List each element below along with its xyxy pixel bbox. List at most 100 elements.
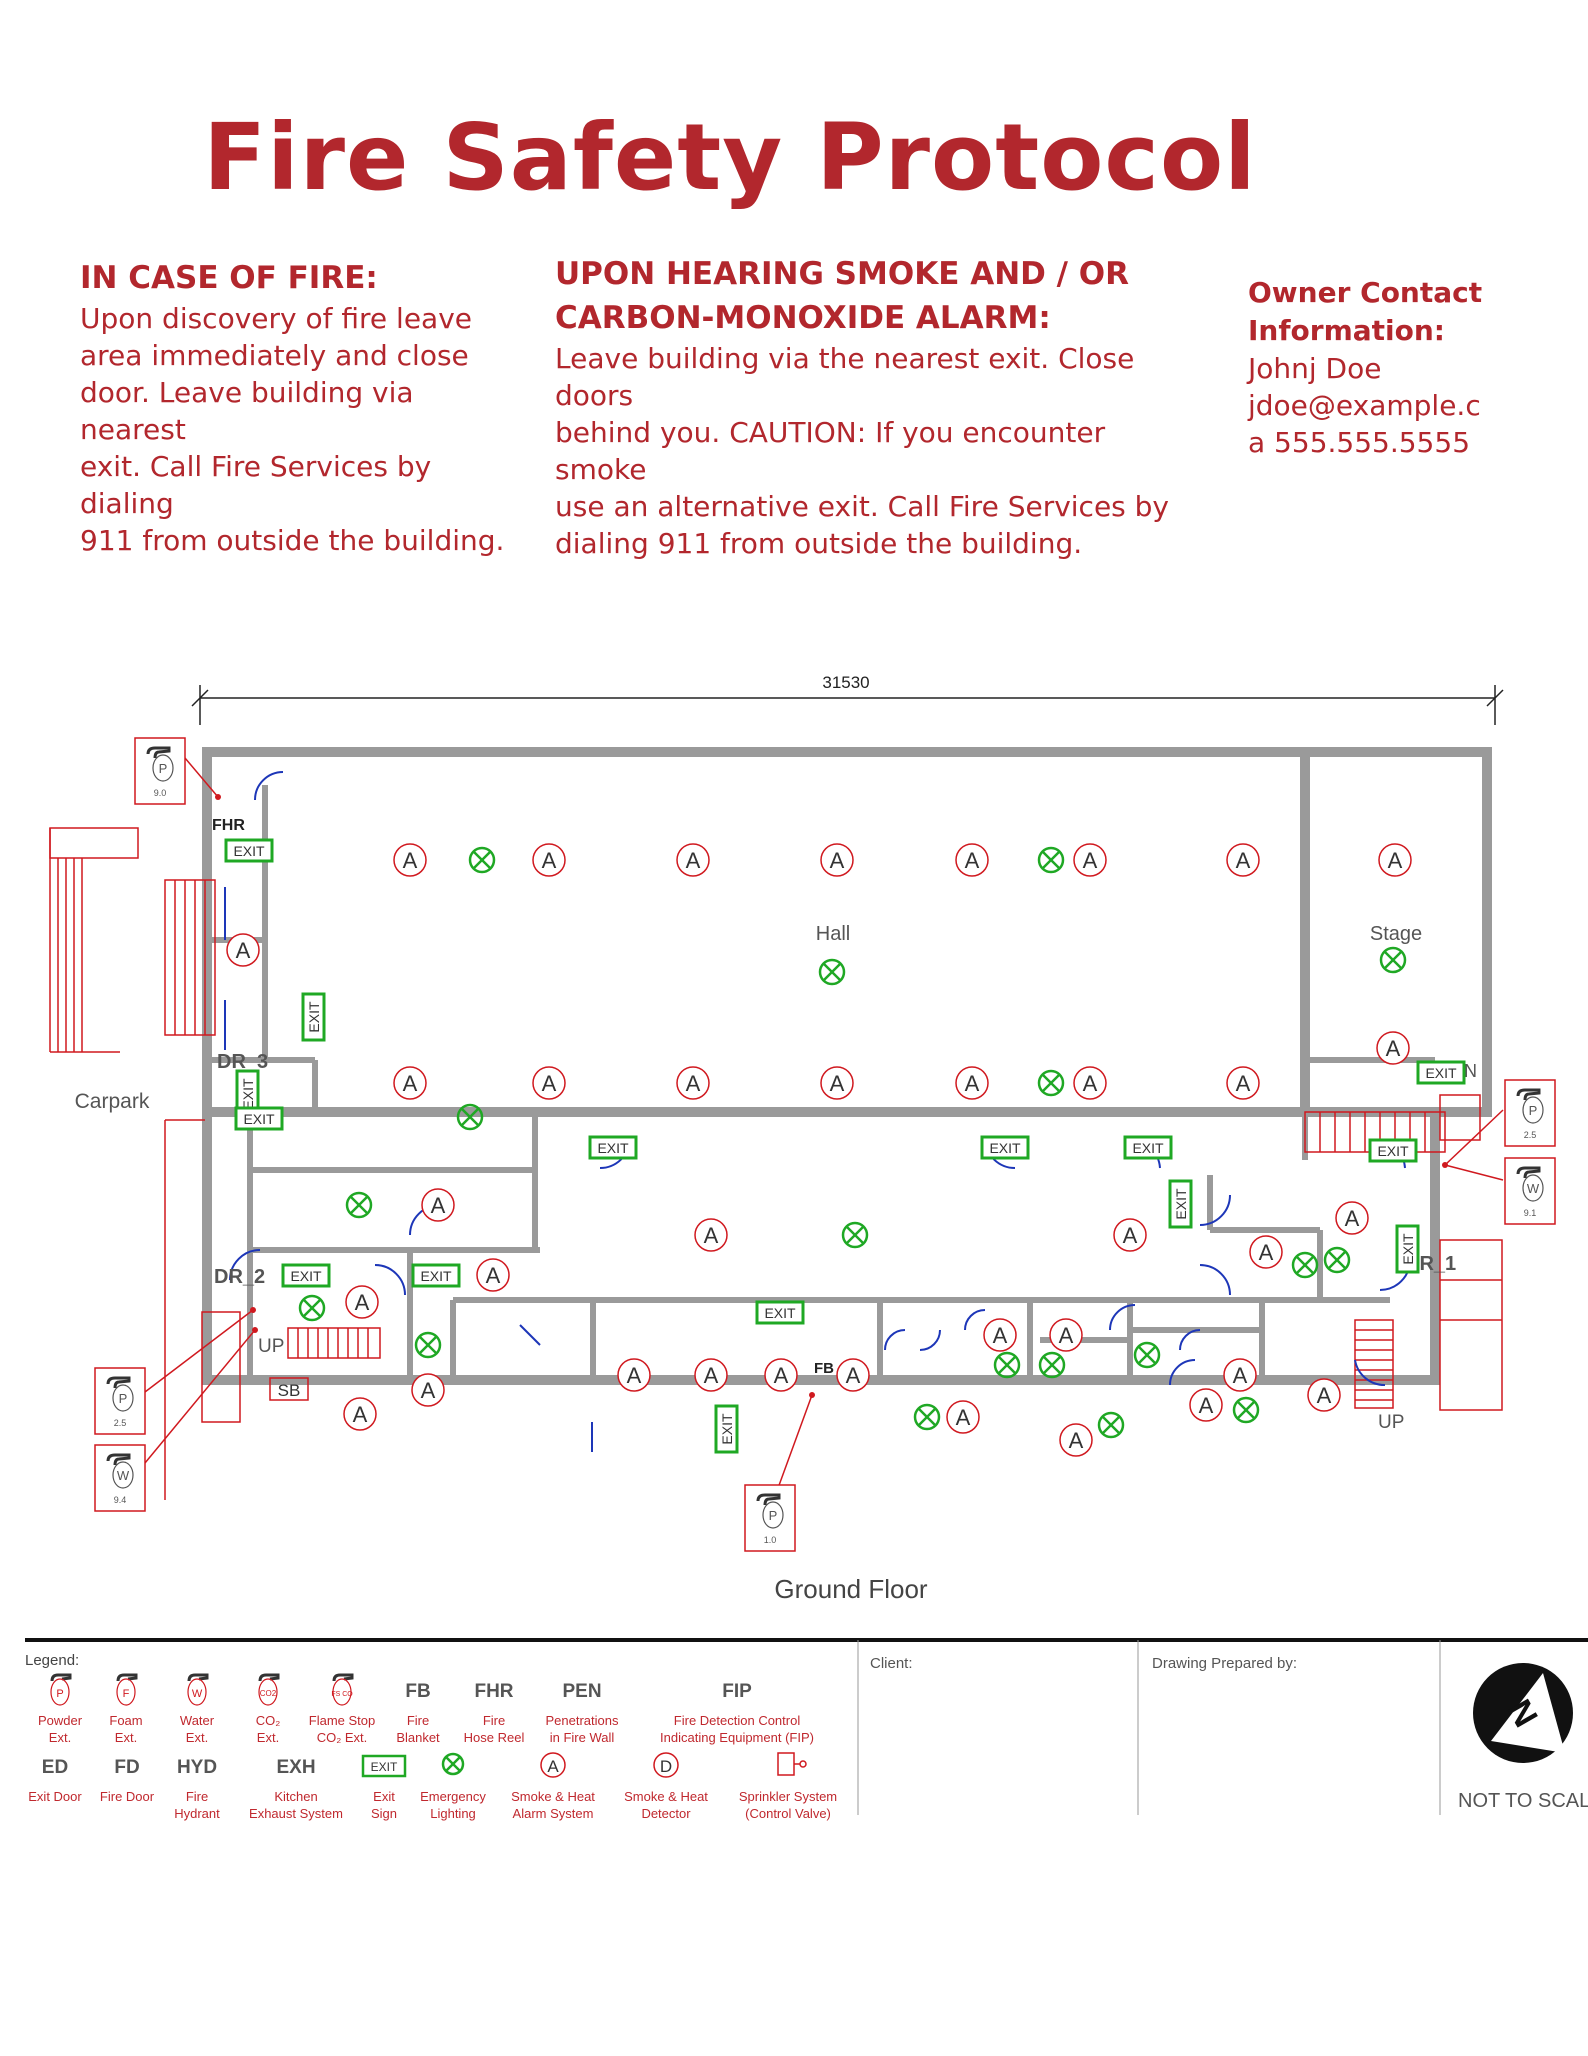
legend-block: Legend: P Powder Ext. F Foam Ext. W Wate… bbox=[25, 1638, 1588, 1821]
legend-label: Sprinkler System bbox=[739, 1789, 837, 1804]
alarm-letter: A bbox=[1317, 1383, 1332, 1408]
alarm-letter: A bbox=[704, 1363, 719, 1388]
alarm-icon: A bbox=[476, 1258, 510, 1292]
legend-item: HYD Fire Hydrant bbox=[174, 1757, 220, 1821]
emergency-light-icon bbox=[841, 1221, 869, 1249]
alarm-icon: A bbox=[226, 933, 260, 967]
alarm-icon: A bbox=[820, 843, 854, 877]
extinguisher-rating: 9.4 bbox=[114, 1495, 127, 1505]
emergency-light-icon bbox=[1232, 1396, 1260, 1424]
alarm-icon: A bbox=[1189, 1388, 1223, 1422]
alarm-icon: A bbox=[1049, 1318, 1083, 1352]
alarm-letter: A bbox=[236, 938, 251, 963]
up-label: UP bbox=[258, 1336, 284, 1357]
alarm-icon: A bbox=[694, 1218, 728, 1252]
stage-label: Stage bbox=[1370, 923, 1422, 945]
stairs-up-right bbox=[1354, 1319, 1394, 1409]
alarm-icon: A bbox=[343, 1397, 377, 1431]
extinguisher-type: P bbox=[1529, 1103, 1538, 1118]
extinguisher-rating: 9.1 bbox=[1524, 1208, 1537, 1218]
extinguisher-rating: 2.5 bbox=[1524, 1130, 1537, 1140]
building-walls bbox=[202, 747, 1492, 1385]
emergency-light-icon bbox=[913, 1403, 941, 1431]
legend-label: Fire bbox=[186, 1789, 208, 1804]
alarm-line: behind you. CAUTION: If you encounter sm… bbox=[555, 416, 1106, 486]
exit-sign: EXIT bbox=[411, 1263, 461, 1288]
exit-sign-text: EXIT bbox=[240, 1078, 256, 1110]
alarm-icon: A bbox=[617, 1358, 651, 1392]
alarm-icon: A bbox=[532, 843, 566, 877]
alarm-letter: A bbox=[403, 848, 418, 873]
alarm-icon: A bbox=[983, 1318, 1017, 1352]
stairs-left bbox=[49, 827, 216, 1053]
fire-line: exit. Call Fire Services by dialing bbox=[80, 450, 432, 520]
alarm-letter: A bbox=[830, 848, 845, 873]
legend-label: CO₂ bbox=[256, 1713, 281, 1728]
legend-label: Water bbox=[180, 1713, 215, 1728]
alarm-icon: A bbox=[532, 1066, 566, 1100]
exit-sign-text: EXIT bbox=[290, 1268, 322, 1284]
emergency-light-icon bbox=[298, 1294, 326, 1322]
legend-code: FB bbox=[405, 1681, 430, 1702]
sb-label: SB bbox=[278, 1381, 301, 1400]
legend-label: Ext. bbox=[49, 1730, 71, 1745]
dr2-label: DR_2 bbox=[214, 1266, 265, 1288]
alarm-icon: A bbox=[1226, 1066, 1260, 1100]
alarm-letter: A bbox=[353, 1402, 368, 1427]
exit-sign: EXIT bbox=[301, 992, 326, 1042]
legend-code: ED bbox=[42, 1757, 68, 1778]
sb-box bbox=[269, 1377, 309, 1401]
interior-walls bbox=[207, 785, 1435, 1380]
alarm-heading: CARBON-MONOXIDE ALARM: bbox=[555, 300, 1051, 336]
legend-item: Sprinkler System (Control Valve) bbox=[739, 1752, 837, 1821]
alarm-letter: A bbox=[403, 1071, 418, 1096]
alarm-icon: A bbox=[393, 1066, 427, 1100]
extinguisher-icon: W 9.4 bbox=[94, 1444, 146, 1512]
emergency-light-icon bbox=[1379, 946, 1407, 974]
legend-item: EXIT Exit Sign bbox=[361, 1754, 407, 1821]
emergency-light-icon bbox=[345, 1191, 373, 1219]
alarm-letter: A bbox=[993, 1323, 1008, 1348]
alarm-icon: A bbox=[820, 1066, 854, 1100]
legend-code: D bbox=[660, 1757, 672, 1776]
alarm-letter: A bbox=[686, 848, 701, 873]
emergency-lights bbox=[298, 846, 1407, 1439]
legend-symbol: CO2 bbox=[260, 1689, 277, 1698]
extinguisher-type: W bbox=[1527, 1181, 1540, 1196]
alarm-letter: A bbox=[1233, 1363, 1248, 1388]
legend-symbol: P bbox=[56, 1688, 63, 1700]
extinguisher-rating: 9.0 bbox=[154, 788, 167, 798]
extinguisher-type: W bbox=[117, 1468, 130, 1483]
legend-code: FD bbox=[114, 1757, 139, 1778]
emergency-light-icon bbox=[1037, 1069, 1065, 1097]
legend-label: Ext. bbox=[186, 1730, 208, 1745]
alarm-letter: A bbox=[355, 1290, 370, 1315]
alarm-letter: A bbox=[774, 1363, 789, 1388]
owner-heading: Information: bbox=[1248, 314, 1445, 347]
legend-item: Emergency Lighting bbox=[420, 1752, 486, 1821]
exit-sign-text: EXIT bbox=[1425, 1065, 1457, 1081]
emergency-light-icon bbox=[1097, 1411, 1125, 1439]
exit-sign: EXIT bbox=[755, 1300, 805, 1325]
legend-label: Exhaust System bbox=[249, 1806, 343, 1821]
legend-label: Ext. bbox=[257, 1730, 279, 1745]
legend-symbol: FS CO bbox=[331, 1691, 353, 1698]
exit-sign-swatch bbox=[361, 1754, 407, 1778]
legend-label: Penetrations bbox=[546, 1713, 619, 1728]
dimension-line bbox=[191, 685, 1504, 725]
emergency-light-icon bbox=[414, 1331, 442, 1359]
extinguisher-icon: P 2.5 bbox=[94, 1367, 146, 1435]
stairs-right-outside bbox=[1439, 1239, 1503, 1411]
owner-contact: Owner Contact Information: Johnj Doe jdo… bbox=[1248, 274, 1548, 461]
legend-item: CO2 CO₂ Ext. bbox=[256, 1673, 281, 1745]
alarm-letter: A bbox=[421, 1378, 436, 1403]
prepared-label: Drawing Prepared by: bbox=[1152, 1655, 1297, 1672]
legend-item: F Foam Ext. bbox=[109, 1673, 143, 1745]
legend-label: Flame Stop bbox=[309, 1713, 375, 1728]
alarm-letter: A bbox=[1236, 848, 1251, 873]
alarm-icon: A bbox=[421, 1188, 455, 1222]
alarm-icon: A bbox=[1113, 1218, 1147, 1252]
exit-sign: EXIT bbox=[1416, 1060, 1466, 1085]
alarm-letter: A bbox=[1083, 848, 1098, 873]
exit-sign-text: EXIT bbox=[420, 1268, 452, 1284]
